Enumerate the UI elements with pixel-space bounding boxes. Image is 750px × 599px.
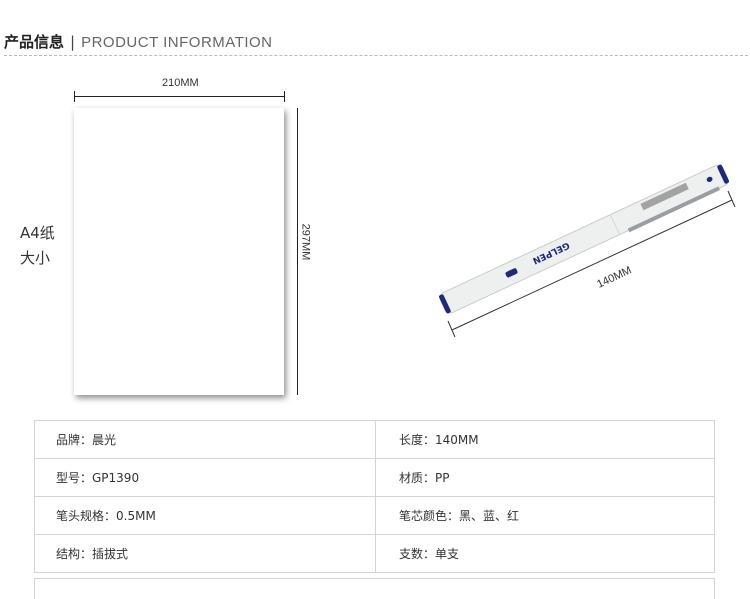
paper-caption-line2: 大小: [20, 249, 51, 267]
section-title-cn: 产品信息: [4, 33, 65, 51]
width-dimension-line: [74, 96, 284, 97]
spec-cell: 品牌：晨光: [34, 420, 376, 459]
barcode: [640, 182, 689, 211]
a4-paper-illustration: [74, 108, 284, 395]
dimension-tick: [284, 91, 285, 102]
section-header: 产品信息 | PRODUCT INFORMATION: [4, 31, 273, 52]
height-dimension-line: [297, 108, 298, 395]
spec-cell: 笔头规格：0.5MM: [34, 496, 376, 535]
section-title-en: PRODUCT INFORMATION: [81, 34, 273, 51]
paper-height-label: 297MM: [299, 223, 312, 261]
spec-cell: 长度：140MM: [375, 420, 715, 459]
paper-caption-line1: A4纸: [20, 224, 55, 242]
pen-clip: [627, 186, 721, 233]
table-row-partial: [34, 578, 715, 599]
paper-caption: A4纸 大小: [20, 221, 55, 271]
title-separator: |: [70, 33, 76, 51]
table-row: 品牌：晨光长度：140MM: [34, 420, 715, 459]
dimension-tick: [74, 91, 75, 102]
table-row: 结构：插拔式支数：单支: [34, 534, 715, 573]
length-dimension-line: [451, 199, 733, 331]
spec-cell: 结构：插拔式: [34, 534, 376, 573]
pen-end-cap: [439, 294, 451, 314]
pen-cap-top: [717, 164, 729, 184]
spec-cell: 笔芯颜色：黑、蓝、红: [375, 496, 715, 535]
paper-width-label: 210MM: [162, 77, 199, 89]
spec-cell: 型号：GP1390: [34, 458, 376, 497]
pen-illustration: GELPEN 140MM: [439, 164, 736, 338]
spec-cell: 材质：PP: [375, 458, 715, 497]
spec-cell: 支数：单支: [375, 534, 715, 573]
pen-length-label: 140MM: [595, 264, 633, 290]
dashed-divider: [4, 55, 748, 56]
